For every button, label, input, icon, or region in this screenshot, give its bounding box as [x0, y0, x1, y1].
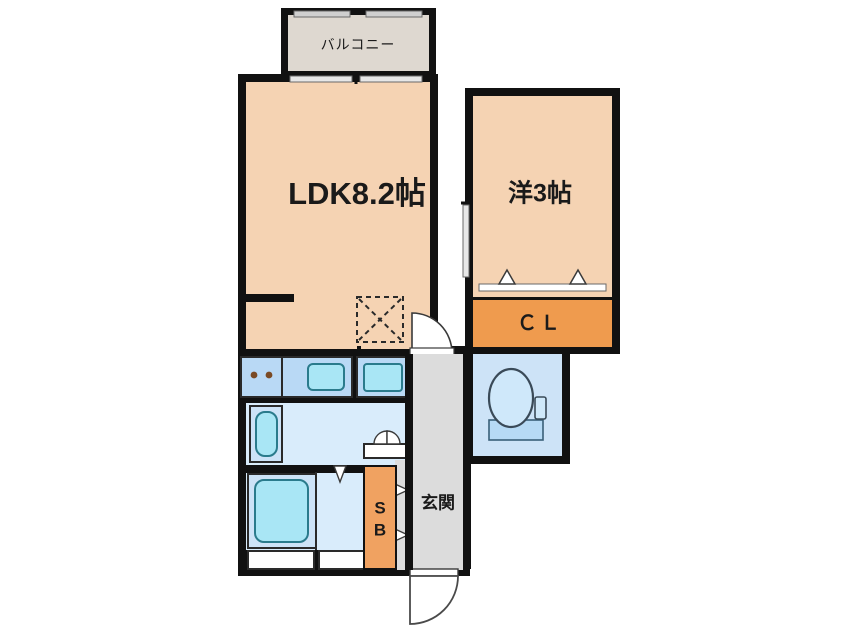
closet-floor	[473, 300, 612, 347]
washer-outline	[356, 296, 404, 343]
entrance-right-wall	[463, 354, 471, 569]
closet-door-marker-left	[497, 268, 517, 285]
western-room-area: 洋3帖	[461, 96, 612, 297]
washing-machine-space-icon	[356, 296, 404, 343]
western-room-label: 洋3帖	[508, 179, 572, 208]
stove-burner-2	[265, 371, 273, 379]
kitchen-top-wall	[246, 349, 352, 355]
ldk-floor	[246, 82, 430, 349]
entrance-area: 玄関	[394, 354, 463, 570]
entrance-label: 玄関	[421, 492, 455, 512]
kitchen-sink-basin	[307, 363, 345, 391]
closet-label: ＣＬ	[517, 312, 563, 334]
shoe-box-body	[363, 465, 397, 570]
bathtub	[254, 479, 309, 543]
western-room-floor	[473, 96, 612, 297]
toilet-handle	[534, 396, 547, 420]
washroom-cabinet-door-right	[386, 430, 401, 445]
toilet-bowl	[487, 367, 535, 429]
kitchen-area	[240, 356, 410, 398]
balcony-railing-left	[293, 10, 351, 18]
closet-area: ＣＬ	[473, 300, 612, 347]
ldk-window-right	[359, 75, 423, 83]
balcony-floor	[288, 15, 429, 71]
ldk-wall-stub	[246, 294, 294, 302]
kitchen-wall-pier	[357, 346, 361, 356]
core-entrance-wall-lower	[405, 458, 413, 570]
vanity-sink-basin	[255, 411, 278, 457]
kitchen-cabinet-basin	[363, 363, 403, 392]
washroom-cabinet-body	[363, 443, 411, 459]
washer-x2	[358, 298, 402, 341]
balcony-label: バルコニー	[321, 37, 396, 53]
ldk-area: LDK8.2帖	[246, 74, 430, 349]
door-pier-a	[409, 397, 413, 405]
balcony-area: バルコニー	[281, 8, 436, 74]
shoe-box-label-line1: S	[374, 498, 385, 517]
sliding-door-ldk-western[interactable]	[461, 201, 471, 278]
ldk-label: LDK8.2帖	[288, 176, 426, 211]
bath-window-left	[247, 550, 315, 570]
balcony-railing-right	[365, 10, 423, 18]
core-entrance-wall	[405, 354, 413, 466]
shoe-box-area: S B	[363, 465, 397, 570]
entry-door-leaf	[409, 568, 459, 577]
stove-burner-1	[250, 371, 258, 379]
toilet-area	[473, 354, 562, 456]
sliding-door-panel	[462, 204, 470, 278]
bath-door-marker	[332, 465, 348, 484]
bath-top-wall	[246, 468, 409, 473]
ldk-window-left	[289, 75, 353, 83]
closet-door-track	[478, 283, 607, 292]
entry-door-swing	[409, 575, 459, 625]
closet-door-marker-right	[568, 268, 588, 285]
entry-door[interactable]	[409, 568, 459, 625]
shoe-box-label-line2: B	[374, 520, 386, 539]
